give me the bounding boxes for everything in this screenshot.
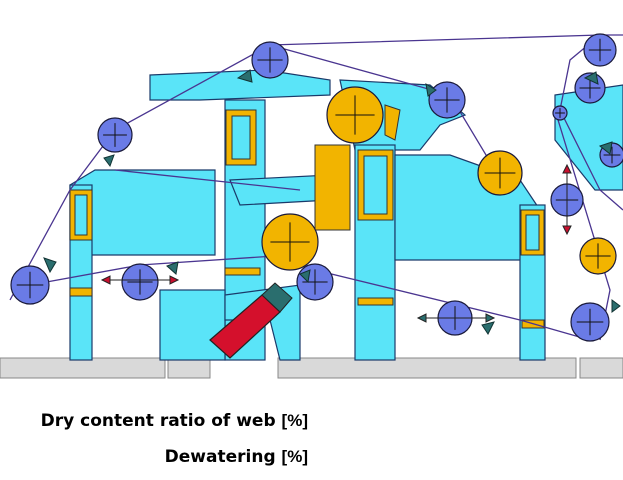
- shoe-press-cylinder: [209, 282, 293, 359]
- dry-content-unit: [%]: [281, 411, 308, 430]
- yellow-pads: [69, 104, 545, 329]
- dry-content-text: Dry content ratio of web: [40, 411, 276, 431]
- roll-axis-cross: [270, 222, 310, 262]
- roll-axis-cross: [103, 123, 127, 147]
- roll-axis-cross: [576, 308, 604, 336]
- roll-axis-cross: [302, 269, 328, 295]
- roll-axis-cross: [603, 146, 621, 164]
- roll-axis-cross: [257, 47, 283, 73]
- floor: [0, 357, 623, 379]
- roll-axis-cross: [484, 157, 516, 189]
- dewatering-text: Dewatering: [164, 447, 276, 467]
- arrows: [100, 163, 572, 323]
- roll-axis-cross: [335, 95, 375, 135]
- dewatering-unit: [%]: [281, 447, 308, 466]
- roll-axis-cross: [16, 271, 44, 299]
- doctor-blades: [43, 69, 621, 335]
- roll-axis-cross: [555, 108, 565, 118]
- press-section-diagram: [0, 33, 623, 379]
- roll-axis-cross: [434, 87, 460, 113]
- roll-axis-cross: [585, 243, 611, 269]
- dry-content-label: Dry content ratio of web [%]: [41, 411, 308, 431]
- roll-axis-cross: [588, 38, 612, 62]
- dewatering-label: Dewatering [%]: [165, 447, 308, 467]
- roll-axis-cross: [127, 269, 153, 295]
- roll-axis-cross: [579, 77, 601, 99]
